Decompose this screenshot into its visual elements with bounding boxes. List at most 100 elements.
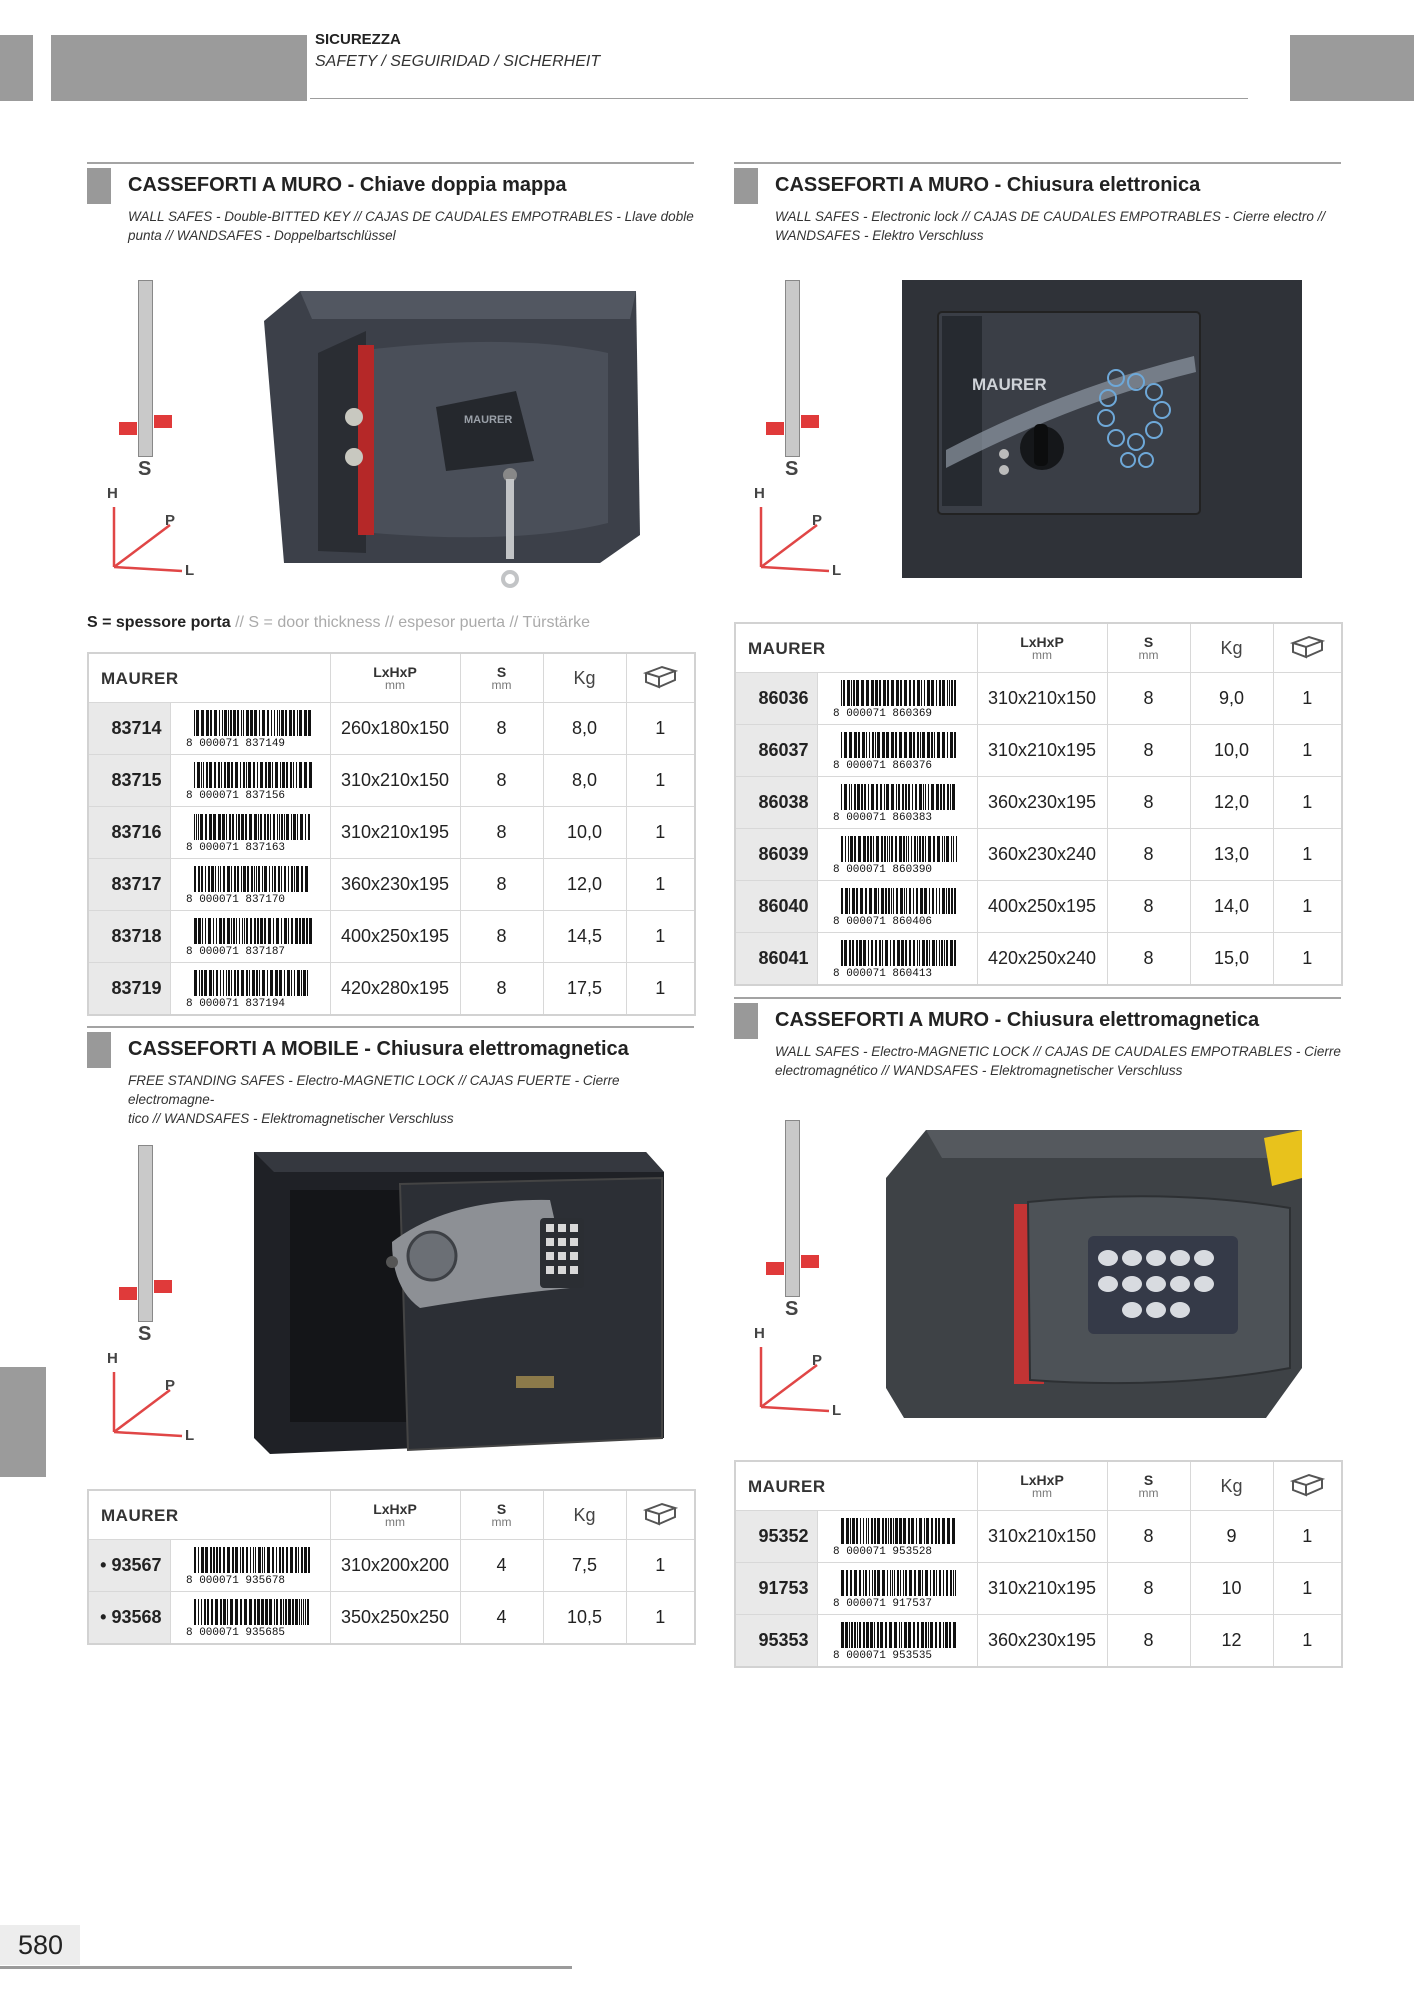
barcode-bars: 8 000071 837149	[186, 709, 311, 748]
section-wall-safes-electromagnetic: CASSEFORTI A MURO - Chiusura elettromagn…	[734, 997, 1341, 1087]
header-weight: Kg	[1189, 622, 1274, 673]
barcode-bars: 8 000071 860369	[833, 679, 956, 718]
product-code: 83718	[87, 910, 171, 963]
barcode-number: 8 000071 860406	[833, 916, 932, 926]
product-code: 95353	[734, 1614, 818, 1668]
product-code: 95352	[734, 1510, 818, 1563]
weight: 12,0	[1189, 776, 1274, 829]
weight: 17,5	[542, 962, 627, 1016]
door-thickness: 4	[459, 1591, 544, 1645]
product-code: 83717	[87, 858, 171, 911]
dimension-diagram: S H P L	[87, 270, 207, 590]
barcode-bars: 8 000071 935678	[186, 1546, 310, 1585]
barcode-bars: 8 000071 837156	[186, 761, 312, 800]
weight: 12,0	[542, 858, 627, 911]
door-thickness: 8	[1106, 932, 1191, 986]
barcode: 8 000071 953528	[816, 1510, 978, 1563]
header-weight: Kg	[1189, 1460, 1274, 1511]
header-weight: Kg	[542, 652, 627, 703]
product-code: 86037	[734, 724, 818, 777]
barcode: 8 000071 837163	[169, 806, 331, 859]
dimensions: 360x230x195	[976, 1614, 1108, 1668]
section-title: CASSEFORTI A MURO - Chiusura elettromagn…	[775, 1009, 1260, 1031]
header-tab-left	[0, 35, 33, 101]
product-code: 83714	[87, 702, 171, 755]
package-qty: 1	[625, 754, 696, 807]
section-wall-safes-electronic: CASSEFORTI A MURO - Chiusura elettronica…	[734, 162, 1341, 252]
barcode-bars: 8 000071 860376	[833, 731, 956, 770]
barcode-bars: 8 000071 837187	[186, 917, 312, 956]
dimensions: 400x250x195	[329, 910, 461, 963]
door-thickness: 8	[1106, 1614, 1191, 1668]
door-thickness: 8	[1106, 672, 1191, 725]
barcode-bars: 8 000071 837170	[186, 865, 308, 904]
dimensions: 310x210x150	[976, 1510, 1108, 1563]
section-description: WALL SAFES - Double-BITTED KEY // CAJAS …	[128, 209, 694, 243]
barcode-number: 8 000071 860383	[833, 812, 932, 822]
barcode: 8 000071 837149	[169, 702, 331, 755]
dimensions: 310x200x200	[329, 1539, 461, 1592]
barcode-number: 8 000071 860376	[833, 760, 932, 770]
weight: 10,0	[542, 806, 627, 859]
weight: 10,5	[542, 1591, 627, 1645]
barcode-number: 8 000071 860413	[833, 968, 932, 978]
package-qty: 1	[1272, 724, 1343, 777]
package-qty: 1	[1272, 932, 1343, 986]
product-code: 86041	[734, 932, 818, 986]
barcode: 8 000071 860376	[816, 724, 978, 777]
brand-logo: MAURER	[87, 1489, 331, 1540]
page-number: 580	[18, 1930, 64, 1960]
product-code: 91753	[734, 1562, 818, 1615]
barcode: 8 000071 917537	[816, 1562, 978, 1615]
header-tab-right	[1290, 35, 1414, 101]
section-description: FREE STANDING SAFES - Electro-MAGNETIC L…	[128, 1073, 620, 1126]
package-qty: 1	[1272, 672, 1343, 725]
brand-logo: MAURER	[734, 622, 978, 673]
weight: 10	[1189, 1562, 1274, 1615]
barcode: 8 000071 860413	[816, 932, 978, 986]
barcode-number: 8 000071 837194	[186, 998, 285, 1008]
door-thickness: 8	[1106, 724, 1191, 777]
package-icon	[1272, 622, 1343, 673]
door-thickness-note: S = spessore porta // S = door thickness…	[87, 614, 591, 631]
dimensions: 310x210x195	[976, 724, 1108, 777]
dimension-diagram: S H P L	[734, 1110, 854, 1430]
door-thickness: 8	[459, 806, 544, 859]
barcode-bars: 8 000071 953535	[833, 1621, 956, 1660]
barcode-bars: 8 000071 953528	[833, 1517, 955, 1556]
svg-text:MAURER: MAURER	[972, 375, 1047, 394]
section-wall-safes-key: CASSEFORTI A MURO - Chiave doppia mappa …	[87, 162, 694, 252]
weight: 15,0	[1189, 932, 1274, 986]
package-qty: 1	[625, 1539, 696, 1592]
product-code: • 93568	[87, 1591, 171, 1645]
door-thickness: 8	[459, 702, 544, 755]
dimensions: 360x230x195	[976, 776, 1108, 829]
barcode-bars: 8 000071 917537	[833, 1569, 956, 1608]
weight: 8,0	[542, 754, 627, 807]
header-weight: Kg	[542, 1489, 627, 1540]
product-code: 86040	[734, 880, 818, 933]
product-code: 86039	[734, 828, 818, 881]
package-qty: 1	[1272, 1510, 1343, 1563]
dimensions: 360x230x240	[976, 828, 1108, 881]
barcode-number: 8 000071 837163	[186, 842, 285, 852]
door-thickness: 8	[459, 858, 544, 911]
section-title: CASSEFORTI A MURO - Chiusura elettronica	[775, 174, 1201, 196]
weight: 10,0	[1189, 724, 1274, 777]
door-thickness: 8	[1106, 1510, 1191, 1563]
barcode-bars: 8 000071 837163	[186, 813, 310, 852]
barcode: 8 000071 935685	[169, 1591, 331, 1645]
barcode-number: 8 000071 837187	[186, 946, 285, 956]
